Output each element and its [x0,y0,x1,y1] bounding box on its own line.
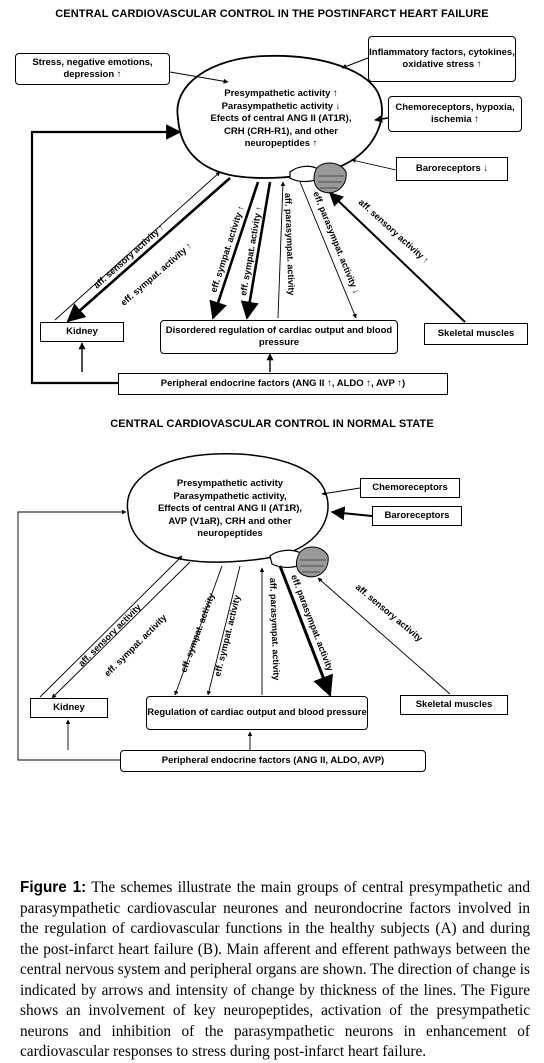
figure-caption: Figure 1: The schemes illustrate the mai… [20,878,530,1063]
panel-a-title: CENTRAL CARDIOVASCULAR CONTROL IN THE PO… [55,8,489,20]
panel-b-eff-sympat-heart1-label: eff. sympat. activity [178,592,216,674]
panel-b-eff-sympat-kidney-label: eff. sympat. activity [102,612,168,678]
panel-b-cerebellum [295,546,329,578]
panel-a-brain-text: Presympathetic activity ↑ Parasympatheti… [188,88,374,151]
panel-a-eff-sympat-heart2-line [240,181,272,320]
panel-b-brain-line: Presympathetic activity [176,478,284,489]
panel-b-eff-sympat-heart1-line [174,565,223,696]
panel-a-inflammatory-arrow [341,57,369,69]
figure-caption-label: Figure 1: [20,879,87,896]
panel-b-kidney-box: Kidney [30,698,108,718]
panel-b-aff-sensory-kidney-label: aff. sensory activity [76,602,143,669]
panel-a-cardiac-box: Disordered regulation of cardiac output … [160,320,398,354]
panel-a-cerebellum [313,162,347,194]
panel-b-aff-parasympat-label: aff. parasympat. activity [268,578,282,681]
panel-b-skeletal-box: Skeletal muscles [400,695,508,715]
panel-a-endocrine-box: Peripheral endocrine factors (ANG II ↑, … [118,373,448,395]
panel-a-aff-parasympat-line [277,181,286,319]
panel-a-brain-line: Efects of central ANG II (AT1R), [210,113,352,124]
panel-b-baroreceptors-box: Baroreceptors [372,506,462,526]
panel-a-aff-sensory-kidney-line [54,171,221,321]
panel-a-inflammatory-box: Inflammatory factors, cytokines, oxidati… [368,36,516,82]
panel-a-eff-sympat-kidney-line [66,177,231,323]
panel-b-endocrine-feedback-line [17,509,127,761]
panel-b-aff-sensory-kidney-line [39,555,183,698]
panel-a-brain-line: neuropeptides ↑ [244,138,318,149]
panel-a-brain-line: Parasympathetic activity ↓ [221,100,341,112]
panel-a-stress-arrow [169,71,229,84]
panel-a-eff-parasympat-label: eff. parasympat. activity ↓ [311,190,361,295]
panel-b-eff-parasympat-line [278,565,333,697]
panel-a-brain-line: Presympathetic activity ↑ [224,88,338,99]
panel-a-stress-box: Stress, negative emotions, depression ↑ [15,53,170,85]
panel-b-brain-text: Presympathetic activity Parasympathetic … [140,478,320,541]
panel-b-eff-sympat-kidney-line [51,561,191,699]
panel-b-eff-sympat-heart2-line [206,565,241,696]
panel-b-brain-line: Parasympathetic activity, [173,490,287,502]
panel-b-chemo-arrow [321,487,361,496]
panel-b-title: CENTRAL CARDIOVASCULAR CONTROL IN NORMAL… [110,418,434,430]
panel-a-brain [176,54,383,194]
panel-b-eff-sympat-heart2-label: eff. sympat. activity [212,594,242,677]
panel-b-aff-sensory-muscle-line [317,577,451,695]
panel-a-kidney-box: Kidney [40,322,124,342]
panel-a-chemoreceptors-box: Chemoreceptors, hypoxia, ischemia ↑ [388,96,522,132]
panel-a-eff-parasympat-line [299,181,357,319]
panel-b-brain-line: Effects of central ANG II (AT1R), [157,503,303,514]
panel-a-brain-line: CRH (CRH-R1), and other [224,125,338,137]
figure-caption-text: The schemes illustrate the main groups o… [20,879,530,1060]
panel-a-chemo-arrow [374,114,389,123]
panel-a-baroreceptors-box: Baroreceptors ↓ [396,157,508,181]
panel-b-aff-sensory-muscle-label: aff. sensory activity [354,582,425,644]
panel-b-brain [126,453,329,578]
panel-a-skeletal-box: Skeletal muscles [424,323,528,345]
panel-a-baro-arrow [351,158,397,171]
panel-b-baro-arrow [330,506,373,521]
panel-b-cardiac-box: Regulation of cardiac output and blood p… [146,696,368,730]
panel-b-brain-line: AVP (V1aR), CRH and other [168,515,292,527]
panel-b-brain-line: neuropeptides [197,528,263,539]
panel-b-eff-parasympat-label: eff. parasympat. activity [289,573,335,672]
panel-a-endocrine-feedback-line [30,124,182,385]
panel-b-endocrine-box: Peripheral endocrine factors (ANG II, AL… [120,750,426,772]
panel-a-eff-sympat-heart1-line [209,181,260,320]
panel-b-chemoreceptors-box: Chemoreceptors [360,478,460,498]
panel-a-aff-parasympat-label: aff. parasympat. activity [283,193,297,296]
panel-a-aff-sensory-muscle-line [328,192,466,323]
